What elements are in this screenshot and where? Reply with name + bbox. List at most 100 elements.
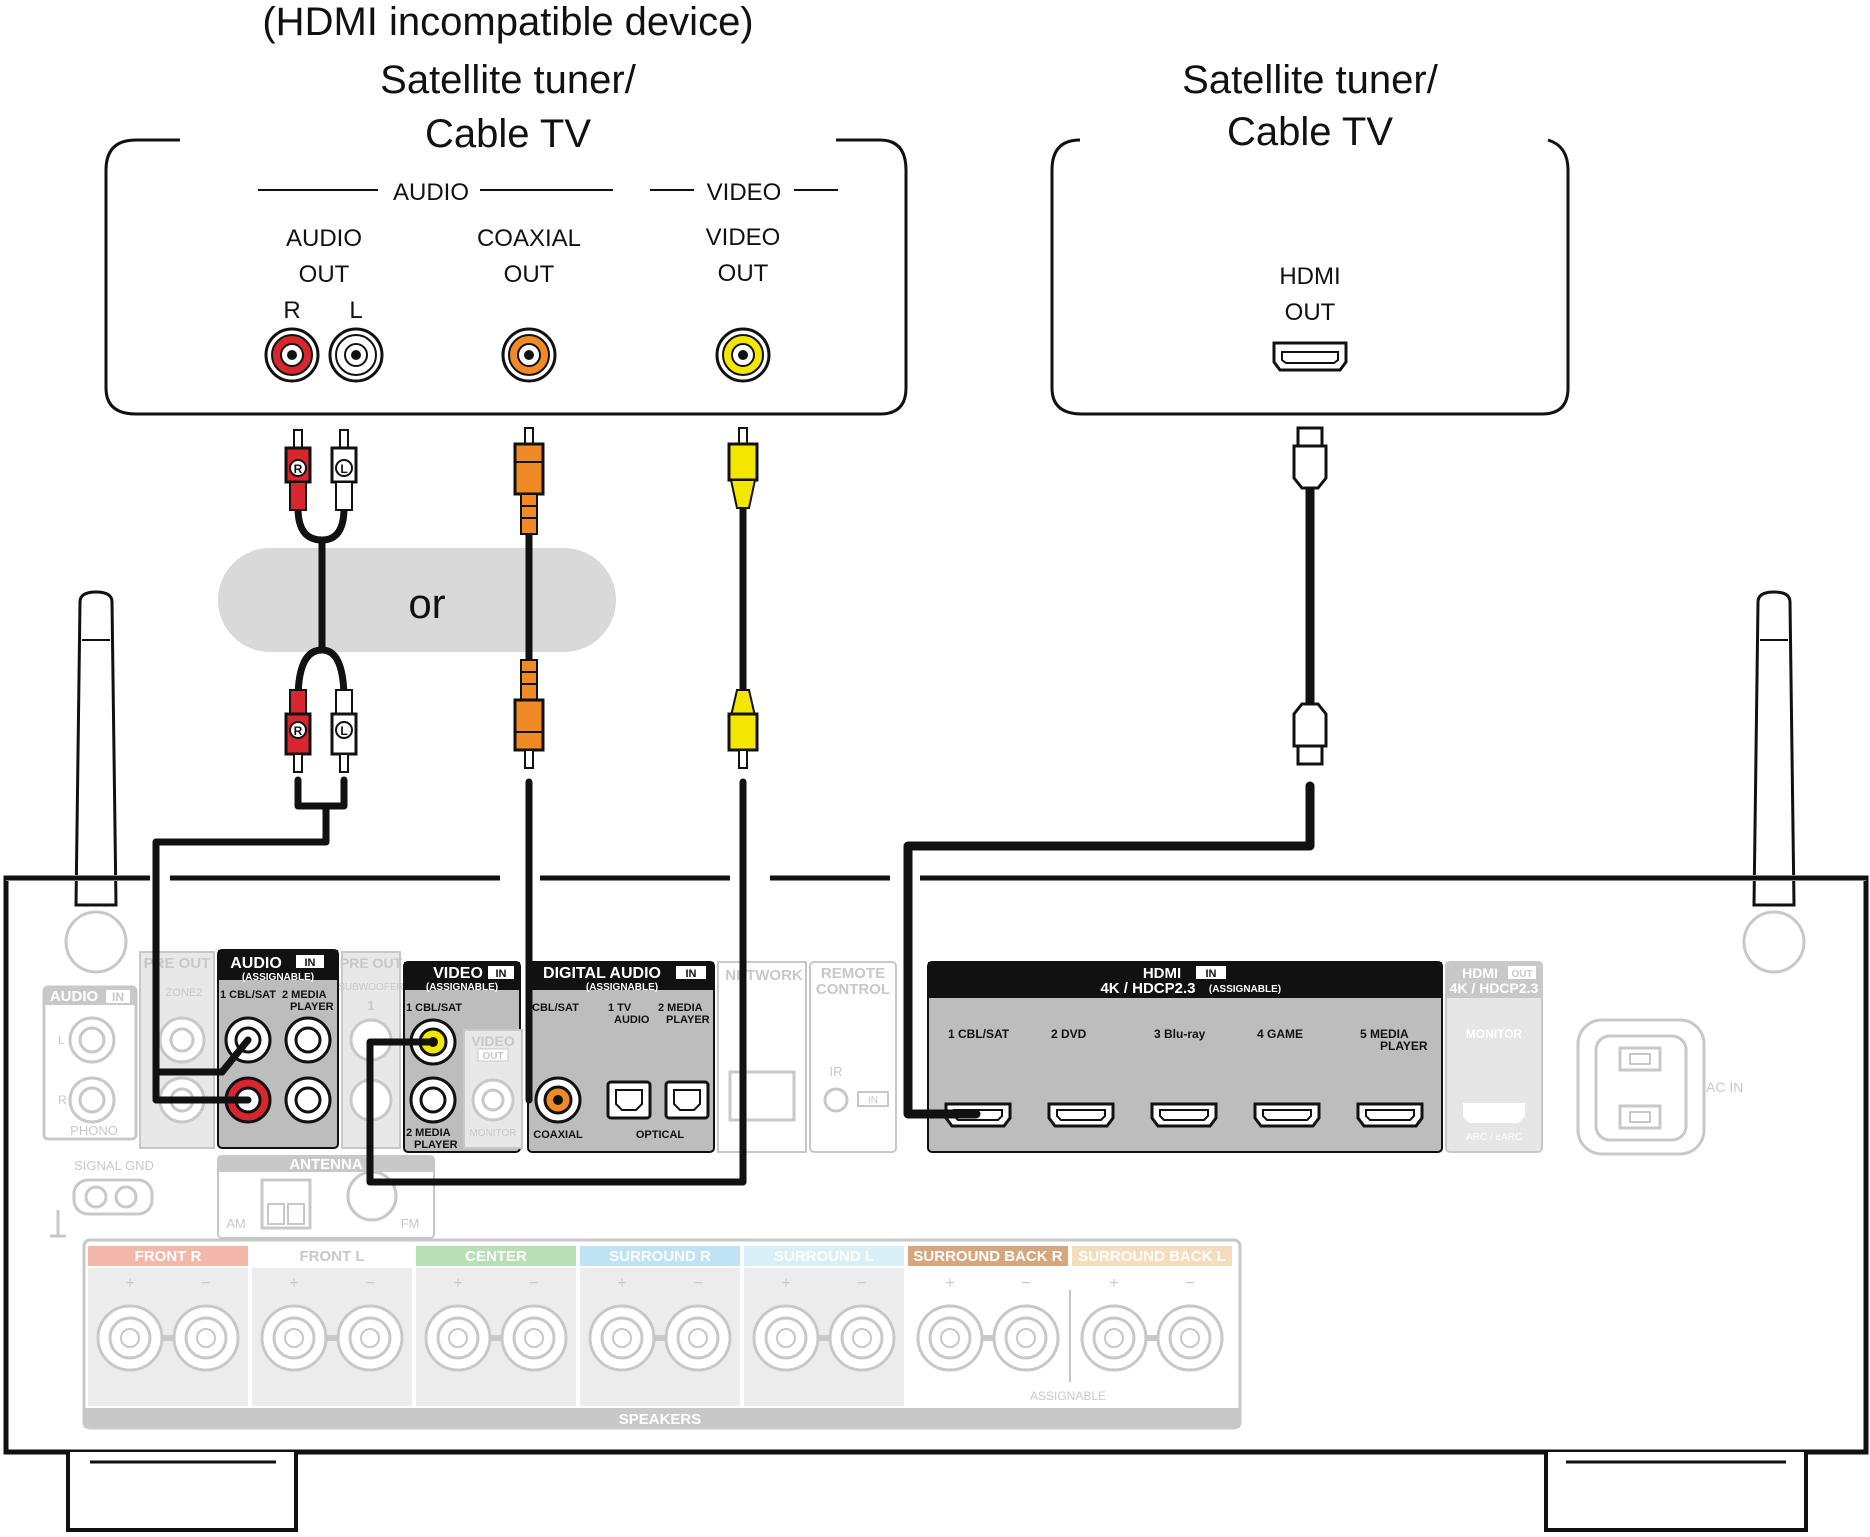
svg-text:PRE OUT: PRE OUT xyxy=(340,955,403,971)
video-out-monitor-panel: VIDEO OUT MONITOR xyxy=(463,1029,523,1149)
svg-text:+: + xyxy=(1109,1275,1118,1292)
svg-text:COAXIAL: COAXIAL xyxy=(533,1129,583,1141)
svg-text:2 MEDIA: 2 MEDIA xyxy=(658,1002,703,1014)
rca-plug-red-top: R xyxy=(284,429,312,511)
right-device: Satellite tuner/ Cable TV HDMI OUT xyxy=(1050,58,1570,416)
coaxial-plug-top xyxy=(513,427,545,535)
cables xyxy=(152,485,1315,1186)
audio-out-label-2: OUT xyxy=(299,261,350,288)
hdmi-plug-bottom xyxy=(1292,702,1328,766)
video-plug-top xyxy=(727,427,759,509)
svg-text:VIDEO: VIDEO xyxy=(471,1033,515,1049)
signal-gnd-terminal xyxy=(50,1178,154,1238)
svg-text:+: + xyxy=(945,1275,954,1292)
svg-text:(ASSIGNABLE): (ASSIGNABLE) xyxy=(586,982,658,993)
rca-jack-white xyxy=(328,327,384,383)
svg-text:1 TV: 1 TV xyxy=(608,1002,632,1014)
rca-plugs-bottom: R L xyxy=(284,659,1328,773)
or-separator: or xyxy=(218,548,616,652)
svg-text:R: R xyxy=(294,724,303,738)
svg-text:MONITOR: MONITOR xyxy=(469,1128,516,1139)
left-device-title-line3: Cable TV xyxy=(425,112,591,156)
svg-text:PRE OUT: PRE OUT xyxy=(144,955,211,972)
svg-text:HDMI: HDMI xyxy=(1462,965,1498,981)
svg-text:ANTENNA: ANTENNA xyxy=(289,1156,362,1173)
svg-text:(ASSIGNABLE): (ASSIGNABLE) xyxy=(242,972,314,983)
speakers-panel: SPEAKERS ASSIGNABLE FRONT R+−FRONT L+−CE… xyxy=(82,1238,1242,1430)
svg-text:PLAYER: PLAYER xyxy=(666,1014,710,1026)
svg-text:AUDIO: AUDIO xyxy=(50,988,99,1005)
svg-text:−: − xyxy=(365,1275,374,1292)
rca-plug-white-bottom: L xyxy=(330,689,358,773)
video-out-label: VIDEO xyxy=(706,224,781,251)
video-group-label: VIDEO xyxy=(707,179,782,206)
svg-text:OUT: OUT xyxy=(482,1051,503,1062)
antenna-left xyxy=(74,590,118,907)
svg-text:SUBWOOFER: SUBWOOFER xyxy=(338,982,404,993)
digital-audio-panel: DIGITAL AUDIO IN (ASSIGNABLE) CBL/SAT 1 … xyxy=(527,961,715,1153)
svg-text:4K / HDCP2.3: 4K / HDCP2.3 xyxy=(1450,980,1539,996)
svg-text:HDMI: HDMI xyxy=(1143,965,1181,982)
foot-right xyxy=(1544,1452,1808,1532)
coaxial-out-label: COAXIAL xyxy=(477,225,581,252)
svg-text:PLAYER: PLAYER xyxy=(414,1139,458,1151)
speaker-label: SURROUND R xyxy=(609,1248,711,1265)
svg-text:1 CBL/SAT: 1 CBL/SAT xyxy=(220,989,276,1001)
rca-plug-white-top: L xyxy=(330,429,358,511)
svg-text:VIDEO: VIDEO xyxy=(433,965,483,982)
svg-text:DIGITAL AUDIO: DIGITAL AUDIO xyxy=(543,965,661,982)
speaker-group-5: SURROUND L+− xyxy=(744,1246,904,1406)
video-out-label-2: OUT xyxy=(718,260,769,287)
svg-text:FM: FM xyxy=(401,1216,420,1231)
network-panel: NETWORK xyxy=(717,961,807,1153)
hdmi-in-label: 4 GAME xyxy=(1257,1027,1303,1041)
svg-text:(ASSIGNABLE): (ASSIGNABLE) xyxy=(1209,984,1281,995)
svg-text:ZONE2: ZONE2 xyxy=(166,987,203,999)
speaker-label: FRONT L xyxy=(300,1248,365,1265)
svg-text:AUDIO: AUDIO xyxy=(614,1014,650,1026)
hdmi-out-label-2: OUT xyxy=(1285,299,1336,326)
svg-text:PLAYER: PLAYER xyxy=(290,1001,334,1013)
audio-in-panel: AUDIO IN (ASSIGNABLE) 1 CBL/SAT 2 MEDIA … xyxy=(217,949,339,1149)
svg-text:1: 1 xyxy=(367,998,374,1013)
coaxial-plug-bottom xyxy=(513,659,545,769)
speaker-group-4: SURROUND R+− xyxy=(580,1246,740,1406)
svg-text:−: − xyxy=(1021,1275,1030,1292)
video-plug-bottom xyxy=(727,689,759,769)
right-device-title-line1: Satellite tuner/ xyxy=(1182,58,1439,102)
left-device: (HDMI incompatible device) Satellite tun… xyxy=(104,0,908,416)
svg-text:+: + xyxy=(453,1275,462,1292)
svg-text:AM: AM xyxy=(226,1216,246,1231)
svg-text:PHONO: PHONO xyxy=(70,1123,118,1138)
svg-text:R: R xyxy=(294,462,303,476)
svg-text:IN: IN xyxy=(496,968,507,980)
left-device-title-line2: Satellite tuner/ xyxy=(380,58,637,102)
left-device-box xyxy=(104,138,908,416)
hdmi-in-label: 1 CBL/SAT xyxy=(948,1027,1010,1041)
svg-text:IN: IN xyxy=(1206,968,1217,980)
svg-text:+: + xyxy=(125,1275,134,1292)
audio-in-phono-panel: AUDIO IN L R PHONO xyxy=(42,985,138,1141)
svg-text:(ASSIGNABLE): (ASSIGNABLE) xyxy=(426,982,498,993)
svg-text:−: − xyxy=(1185,1275,1194,1292)
svg-text:IN: IN xyxy=(868,1095,878,1106)
speaker-group-1: FRONT R+− xyxy=(88,1246,248,1406)
hdmi-in-panel: HDMI IN 4K / HDCP2.3 (ASSIGNABLE) 1 CBL/… xyxy=(927,961,1443,1153)
svg-text:CBL/SAT: CBL/SAT xyxy=(532,1002,579,1014)
antenna-panel: ANTENNA AM FM xyxy=(217,1155,435,1239)
svg-text:CONTROL: CONTROL xyxy=(816,981,890,998)
svg-text:2 MEDIA: 2 MEDIA xyxy=(406,1127,451,1139)
hdmi-plug-top xyxy=(1292,426,1328,490)
rca-plugs-top: R L xyxy=(284,426,1328,535)
hdmi-out-panel: HDMI OUT 4K / HDCP2.3 MONITOR ARC / eARC xyxy=(1445,961,1543,1153)
svg-text:OUT: OUT xyxy=(1511,969,1532,980)
hdmi-in-port-2: 2 DVD xyxy=(1047,1027,1115,1128)
video-jack-yellow xyxy=(715,327,771,383)
antenna-right xyxy=(1752,590,1796,907)
svg-text:OPTICAL: OPTICAL xyxy=(636,1129,685,1141)
r-channel-label: R xyxy=(283,297,300,324)
coaxial-jack-orange xyxy=(501,327,557,383)
svg-text:AUDIO: AUDIO xyxy=(230,955,282,972)
svg-text:L: L xyxy=(340,462,347,476)
